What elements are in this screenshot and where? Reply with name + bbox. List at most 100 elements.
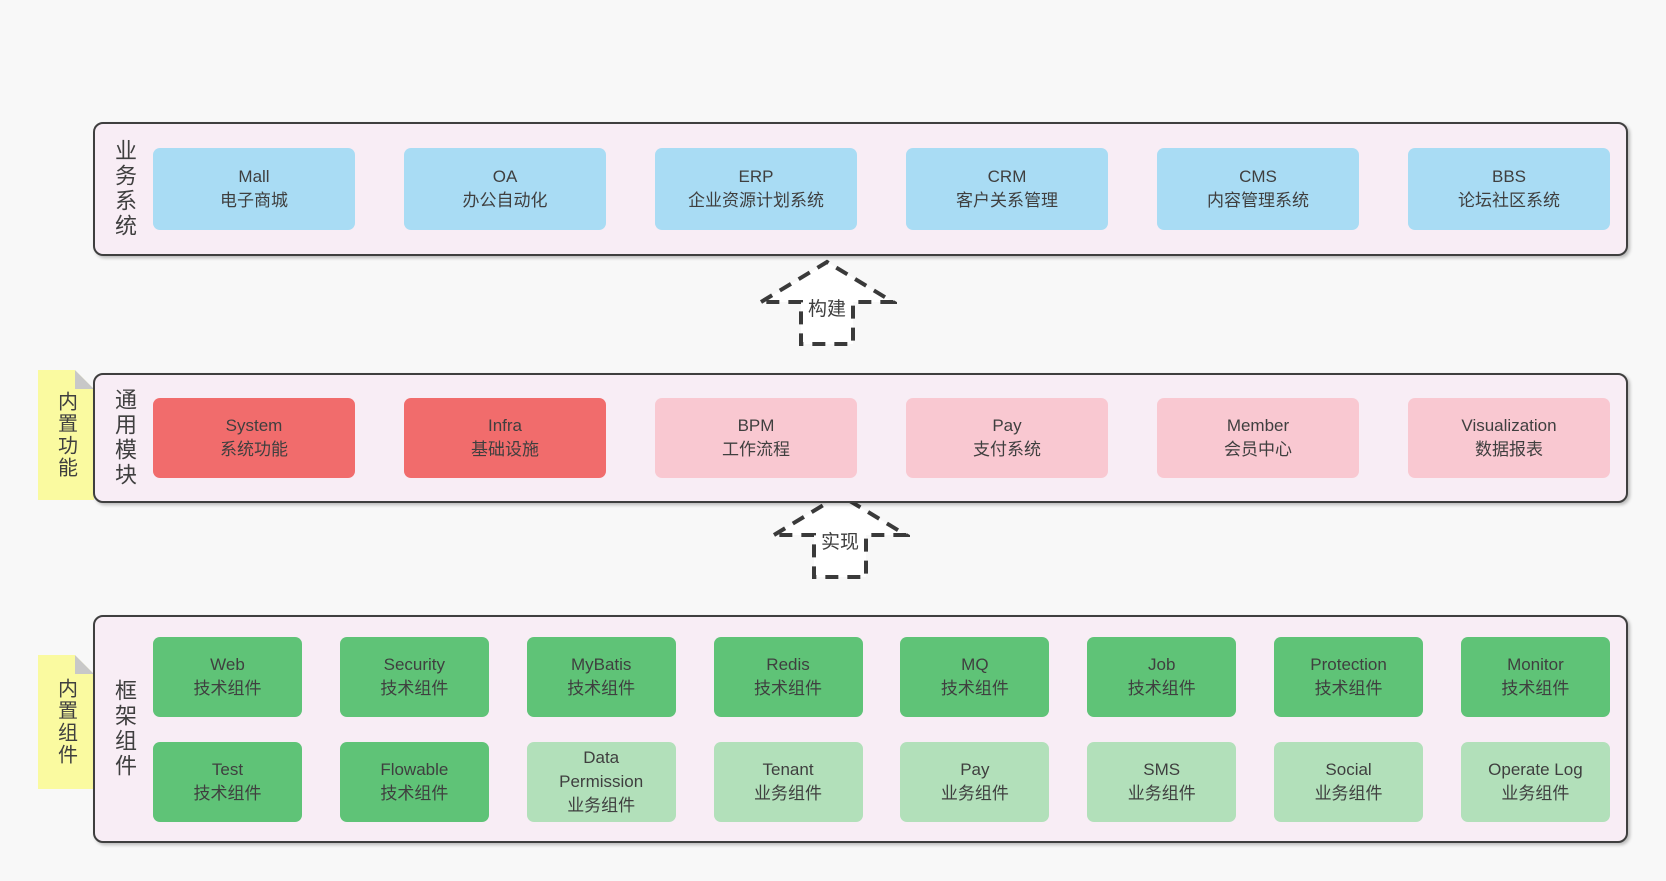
module-name: Tenant	[762, 759, 814, 779]
implement-arrow-label: 实现	[817, 527, 863, 554]
module-name: Pay	[960, 759, 990, 779]
module-name: Visualization	[1461, 416, 1557, 435]
module-box-mybatis: MyBatis 技术组件	[526, 636, 676, 717]
module-box-cms: CMS 内容管理系统	[1157, 148, 1359, 230]
module-name: Job	[1148, 654, 1176, 674]
module-name: Web	[210, 654, 245, 674]
module-box-pay: Pay 业务组件	[900, 741, 1050, 822]
module-desc: 工作流程	[722, 440, 790, 459]
module-box-system: System 系统功能	[153, 398, 355, 478]
module-name: Protection	[1310, 654, 1387, 674]
module-desc: 技术组件	[1314, 678, 1383, 698]
module-box-flowable: Flowable 技术组件	[339, 741, 489, 822]
module-name: Flowable	[380, 759, 449, 779]
build-arrow-label: 构建	[804, 294, 850, 321]
module-box-infra: Infra 基础设施	[404, 398, 606, 478]
module-desc: 业务组件	[754, 783, 823, 803]
module-desc: 内容管理系统	[1207, 191, 1309, 210]
module-desc: 基础设施	[471, 440, 539, 459]
builtin-components-note: 内置组件	[38, 655, 94, 789]
module-desc: 技术组件	[380, 678, 449, 698]
band-label-column: 业务系统	[95, 124, 153, 254]
module-box-sms: SMS 业务组件	[1087, 741, 1237, 822]
module-box-oa: OA 办公自动化	[404, 148, 606, 230]
module-box-social: Social 业务组件	[1274, 741, 1424, 822]
module-desc: 客户关系管理	[956, 191, 1058, 210]
band-label-column: 框架组件	[95, 617, 153, 841]
module-name: CMS	[1239, 167, 1277, 186]
common-modules-box-row: System 系统功能 Infra 基础设施 BPM 工作流程 Pay 支付系统 Member 会…	[153, 398, 1610, 478]
module-box-bpm: BPM 工作流程	[655, 398, 857, 478]
module-name: CRM	[987, 167, 1027, 186]
module-desc: 技术组件	[380, 783, 449, 803]
module-desc: 会员中心	[1224, 440, 1292, 459]
module-name: Social	[1325, 759, 1372, 779]
module-desc: 技术组件	[193, 678, 262, 698]
module-box-visualization: Visualization 数据报表	[1408, 398, 1610, 478]
module-name: Mall	[238, 167, 270, 186]
module-desc: 业务组件	[940, 783, 1009, 803]
module-name: Member	[1226, 416, 1290, 435]
module-name: Test	[211, 759, 244, 779]
module-box-mq: MQ 技术组件	[900, 636, 1050, 717]
module-box-member: Member 会员中心	[1157, 398, 1359, 478]
module-desc: 技术组件	[940, 678, 1009, 698]
band-label-column: 通用模块	[95, 375, 153, 501]
module-desc: 技术组件	[754, 678, 823, 698]
module-desc: 技术组件	[1127, 678, 1196, 698]
builtin-features-note-label: 内置功能	[54, 391, 77, 479]
module-desc: 业务组件	[567, 795, 636, 815]
module-box-monitor: Monitor 技术组件	[1460, 636, 1610, 717]
module-box-tenant: Tenant 业务组件	[713, 741, 863, 822]
module-desc: 系统功能	[220, 440, 288, 459]
module-box-web: Web 技术组件	[153, 636, 302, 717]
module-desc: 电子商城	[220, 191, 288, 210]
module-desc: 数据报表	[1475, 440, 1543, 459]
builtin-features-note: 内置功能	[38, 370, 94, 500]
module-name: SMS	[1143, 759, 1181, 779]
band-common-modules: 通用模块 System 系统功能 Infra 基础设施 BPM 工作流程 Pay 支付系统 Me…	[93, 373, 1628, 503]
band-common-modules-label: 通用模块	[112, 388, 137, 488]
module-desc: 业务组件	[1501, 783, 1570, 803]
module-box-protection: Protection 技术组件	[1274, 636, 1424, 717]
module-box-mall: Mall 电子商城	[153, 148, 355, 230]
module-name: MyBatis	[570, 654, 632, 674]
module-desc: 企业资源计划系统	[688, 191, 824, 210]
module-name: System	[225, 416, 283, 435]
module-name: Pay	[992, 416, 1022, 435]
module-name: Monitor	[1507, 654, 1564, 674]
module-box-pay: Pay 支付系统	[906, 398, 1108, 478]
module-name: MQ	[961, 654, 989, 674]
module-desc: 办公自动化	[462, 191, 548, 210]
module-desc: 技术组件	[1501, 678, 1570, 698]
module-box-job: Job 技术组件	[1087, 636, 1237, 717]
module-desc: 业务组件	[1314, 783, 1383, 803]
module-desc: 技术组件	[567, 678, 636, 698]
module-box-crm: CRM 客户关系管理	[906, 148, 1108, 230]
module-desc: 支付系统	[973, 440, 1041, 459]
module-name: Data Permission	[559, 747, 644, 791]
build-arrow-icon: 构建	[757, 256, 897, 348]
module-name: OA	[492, 167, 518, 186]
module-box-security: Security 技术组件	[339, 636, 489, 717]
band-business-systems-label: 业务系统	[112, 139, 137, 239]
module-name: Operate Log	[1488, 759, 1583, 779]
builtin-components-note-label: 内置组件	[54, 678, 77, 766]
module-name: BPM	[737, 416, 775, 435]
module-desc: 论坛社区系统	[1458, 191, 1560, 210]
module-name: Redis	[766, 654, 810, 674]
module-desc: 业务组件	[1127, 783, 1196, 803]
module-name: Infra	[487, 416, 523, 435]
module-box-redis: Redis 技术组件	[713, 636, 863, 717]
module-name: Security	[383, 654, 446, 674]
module-box-data-permission: Data Permission 业务组件	[526, 741, 676, 822]
